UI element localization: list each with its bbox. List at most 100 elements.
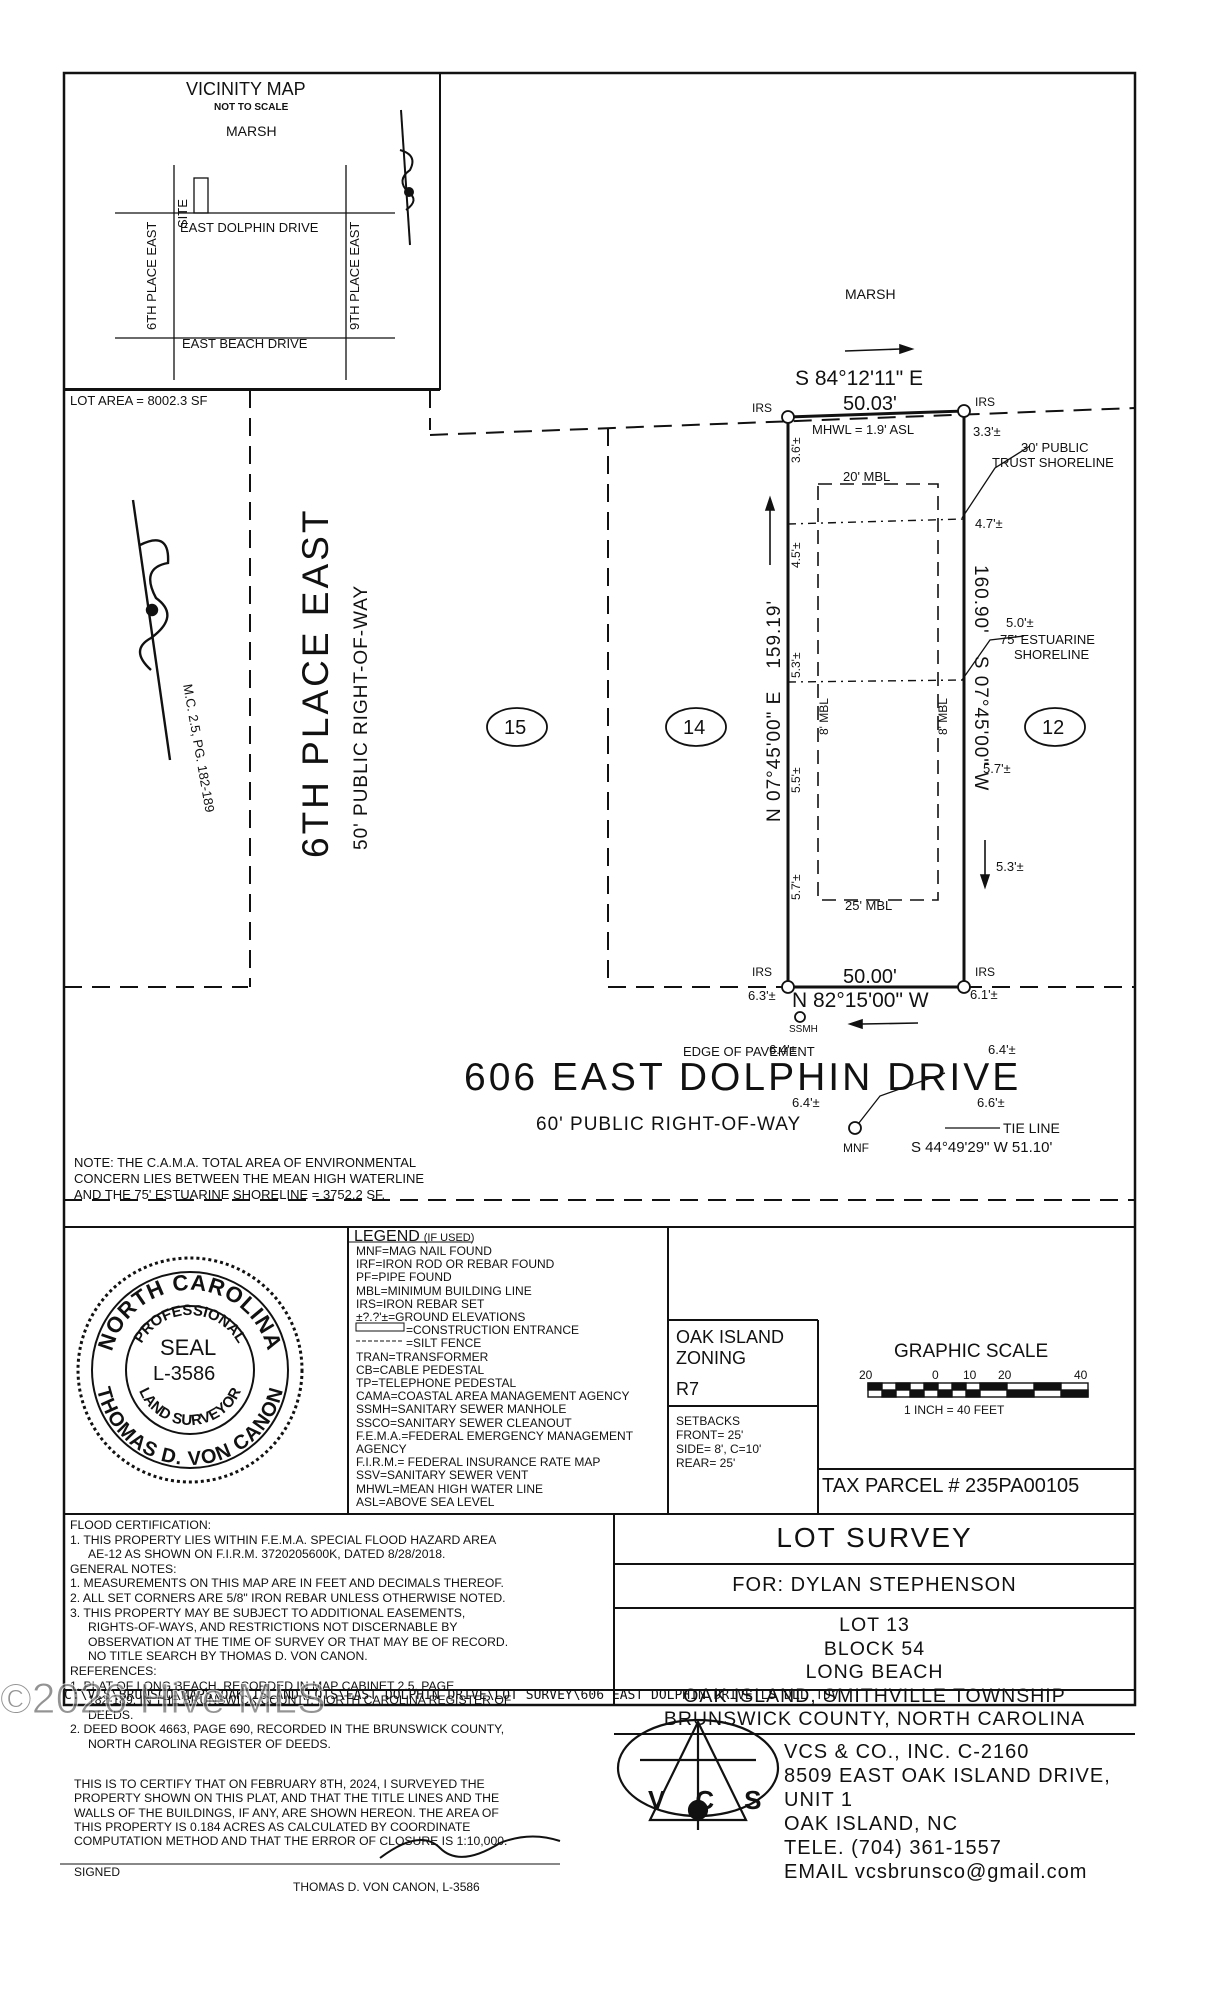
firm-line: OAK ISLAND, NC [784, 1813, 959, 1835]
vicinity-north-street: EAST DOLPHIN DRIVE [180, 220, 319, 235]
title-lot-survey: LOT SURVEY [776, 1522, 973, 1553]
firm-line: VCS & CO., INC. C-2160 [784, 1741, 1030, 1763]
vicinity-east-street: 9TH PLACE EAST [347, 221, 362, 330]
note-line: NORTH CAROLINA REGISTER OF DEEDS. [88, 1736, 331, 1751]
address-street: 606 EAST DOLPHIN DRIVE [464, 1056, 1022, 1099]
edge-pavement: EDGE OF PAVEMENT [683, 1044, 815, 1059]
row-south: 60' PUBLIC RIGHT-OF-WAY [536, 1114, 802, 1135]
vicinity-title: VICINITY MAP [186, 79, 306, 99]
title-for: FOR: DYLAN STEPHENSON [732, 1574, 1017, 1596]
legend-title: LEGEND (IF USED) [354, 1228, 475, 1245]
street-west: 6TH PLACE EAST [295, 507, 336, 858]
lot-14-number: 14 [683, 717, 706, 739]
note-line: 1. MEASUREMENTS ON THIS MAP ARE IN FEET … [70, 1576, 504, 1591]
legend-item: SSCO=SANITARY SEWER CLEANOUT [356, 1415, 572, 1430]
elev-e15: 6.6'± [977, 1095, 1005, 1110]
legend-item: CAMA=COASTAL AREA MANAGEMENT AGENCY [356, 1389, 630, 1404]
certify-line: WALLS OF THE BUILDINGS, IF ANY, ARE SHOW… [74, 1805, 499, 1820]
surveyor-seal [76, 1256, 304, 1484]
general-notes: FLOOD CERTIFICATION:1. THIS PROPERTY LIE… [70, 1518, 511, 1752]
side-mbl-west: 8' MBL [817, 698, 831, 735]
title-line: BLOCK 54 [823, 1637, 926, 1660]
vicinity-marsh: MARSH [226, 123, 277, 139]
graphic-scale-title: GRAPHIC SCALE [894, 1341, 1049, 1362]
vicinity-south-street: EAST BEACH DRIVE [182, 336, 308, 351]
graphic-scale-bar [867, 1382, 1089, 1398]
vicinity-west-street: 6TH PLACE EAST [144, 221, 159, 330]
west-bearing-distance: N 07°45'00" E159.19' [764, 599, 785, 822]
note-line: REFERENCES: [70, 1663, 157, 1678]
seal-seal-word: SEAL [160, 1335, 217, 1360]
elev-e10: 5.7'± [789, 874, 803, 900]
title-line: LONG BEACH [805, 1661, 944, 1683]
scale-tick-20b: 20 [998, 1368, 1012, 1382]
signature [379, 1835, 561, 1859]
legend-item: CB=CABLE PEDESTAL [356, 1362, 485, 1377]
title-line: OAK ISLAND, SMITHVILLE TOWNSHIP [683, 1684, 1066, 1707]
legend-item: =CONSTRUCTION ENTRANCE [406, 1323, 580, 1338]
elev-e7: 5.5'± [789, 767, 803, 793]
irs-sw: IRS [752, 965, 773, 979]
north-bearing: S 84°12'11" E [795, 367, 924, 390]
legend-item: ASL=ABOVE SEA LEVEL [356, 1494, 495, 1509]
watermark: ©2026 Hive MLS [0, 1675, 326, 1723]
legend-item: MHWL=MEAN HIGH WATER LINE [356, 1481, 544, 1496]
elev-e3: 4.7'± [975, 516, 1003, 531]
scale-tick-40: 40 [1074, 1368, 1088, 1382]
title-line: BRUNSWICK COUNTY, NORTH CAROLINA [663, 1708, 1086, 1730]
south-bearing: N 82°15'00" W [792, 989, 929, 1012]
certification: THIS IS TO CERTIFY THAT ON FEBRUARY 8TH,… [74, 1777, 507, 1848]
south-distance: 50.00' [843, 966, 897, 988]
elev-e11: 6.3'± [748, 988, 776, 1003]
elev-e9: 5.3'± [996, 859, 1024, 874]
elev-e13: 6.4'± [769, 1042, 797, 1057]
note-line: 2. ALL SET CORNERS ARE 5/8" IRON REBAR U… [70, 1590, 506, 1605]
irs-ne: IRS [975, 395, 996, 409]
certify-line: THIS IS TO CERTIFY THAT ON FEBRUARY 8TH,… [74, 1777, 485, 1791]
legend-item: =SILT FENCE [406, 1336, 482, 1351]
elev-e5: 5.0'± [1006, 615, 1034, 630]
lot-area: LOT AREA = 8002.3 SF [70, 393, 208, 408]
certify-line: PROPERTY SHOWN ON THIS PLAT, AND THAT TH… [74, 1791, 500, 1806]
certify-line: THIS PROPERTY IS 0.184 ACRES AS CALCULAT… [74, 1819, 471, 1834]
seal-license: L-3586 [153, 1363, 216, 1385]
firm-line: EMAIL vcsbrunsco@gmail.com [784, 1861, 1088, 1883]
north-arrow-large-icon [131, 499, 172, 761]
irs-se: IRS [975, 965, 996, 979]
firm-line: UNIT 1 [784, 1789, 853, 1811]
note-line: GENERAL NOTES: [70, 1561, 177, 1576]
scale-tick-0: 0 [932, 1368, 939, 1382]
signed-label: SIGNED [74, 1865, 121, 1879]
front-mbl: 20' MBL [843, 469, 891, 484]
legend-item: MBL=MINIMUM BUILDING LINE [356, 1283, 532, 1298]
vcs-logo-icon [616, 1718, 780, 1830]
scale-ratio: 1 INCH = 40 FEET [904, 1403, 1005, 1417]
tax-parcel: TAX PARCEL # 235PA00105 [822, 1475, 1080, 1497]
scale-tick-20a: 20 [859, 1368, 873, 1382]
legend-item: PF=PIPE FOUND [356, 1270, 452, 1285]
firm-line: 8509 EAST OAK ISLAND DRIVE, [784, 1765, 1111, 1787]
note-line: OBSERVATION AT THE TIME OF SURVEY OR THA… [88, 1634, 509, 1649]
east-bearing-distance: 160.90'S 07°45'00" W [970, 565, 991, 792]
legend-item: F.E.M.A.=FEDERAL EMERGENCY MANAGEMENT [356, 1428, 634, 1443]
elev-e4: 4.5'± [789, 542, 803, 568]
scale-tick-10: 10 [963, 1368, 977, 1382]
legend-item: AGENCY [356, 1442, 407, 1457]
title-line: LOT 13 [839, 1614, 910, 1636]
legend-item: IRS=IRON REBAR SET [356, 1296, 485, 1311]
lot-12-number: 12 [1042, 717, 1065, 739]
lot-15-number: 15 [504, 717, 527, 739]
ssmh-label: SSMH [789, 1024, 818, 1035]
legend-item: IRF=IRON ROD OR REBAR FOUND [356, 1257, 555, 1272]
elev-e14: 6.4'± [988, 1042, 1016, 1057]
north-arrow-icon [399, 109, 415, 246]
elev-e6: 5.3'± [789, 652, 803, 678]
north-distance: 50.03' [843, 393, 897, 415]
